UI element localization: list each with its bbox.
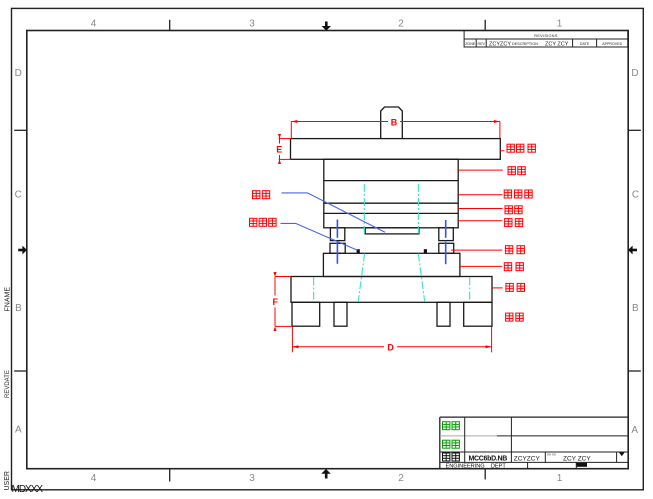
svg-text:4: 4 [91,19,97,30]
svg-text:XX XX: XX XX [547,453,556,457]
svg-text:3: 3 [249,473,255,484]
svg-text:B: B [15,303,22,314]
svg-text:ZCY ZCY: ZCY ZCY [563,456,591,463]
svg-text:REVDATE: REVDATE [5,370,11,398]
svg-text:APPROVED: APPROVED [602,42,622,46]
svg-text:REVISIONS: REVISIONS [534,34,558,38]
svg-text:B: B [632,303,639,314]
svg-text:MDXXX: MDXXX [12,484,44,495]
svg-text:REV: REV [478,42,486,46]
svg-text:A: A [631,425,638,436]
svg-text:A: A [15,424,22,435]
svg-text:D: D [15,68,22,79]
svg-text:1: 1 [557,19,563,30]
svg-text:C: C [15,189,22,200]
svg-text:2: 2 [398,473,404,484]
svg-text:ZCYZCY: ZCYZCY [514,456,541,463]
svg-text:MCC6bD.NB: MCC6bD.NB [469,455,508,462]
svg-text:ZONE: ZONE [465,42,476,46]
svg-text:USER: USER [4,471,11,490]
svg-text:ZCYZCY: ZCYZCY [489,42,511,48]
svg-text:4: 4 [91,473,97,484]
svg-text:D: D [387,342,394,352]
svg-text:1: 1 [557,473,563,484]
svg-text:3: 3 [249,19,255,30]
svg-text:DATE: DATE [580,42,590,46]
svg-text:FNAME: FNAME [5,287,12,312]
svg-text:DESCRIPTION: DESCRIPTION [512,42,538,46]
svg-text:D: D [631,68,638,79]
svg-text:F: F [273,297,279,307]
svg-text:B: B [391,117,398,127]
svg-text:C: C [632,189,639,200]
svg-text:ZCY ZCY: ZCY ZCY [545,42,569,48]
svg-text:2: 2 [398,19,404,30]
svg-text:ENGINEERING DEPT: ENGINEERING DEPT [446,464,507,470]
svg-text:E: E [276,145,282,155]
